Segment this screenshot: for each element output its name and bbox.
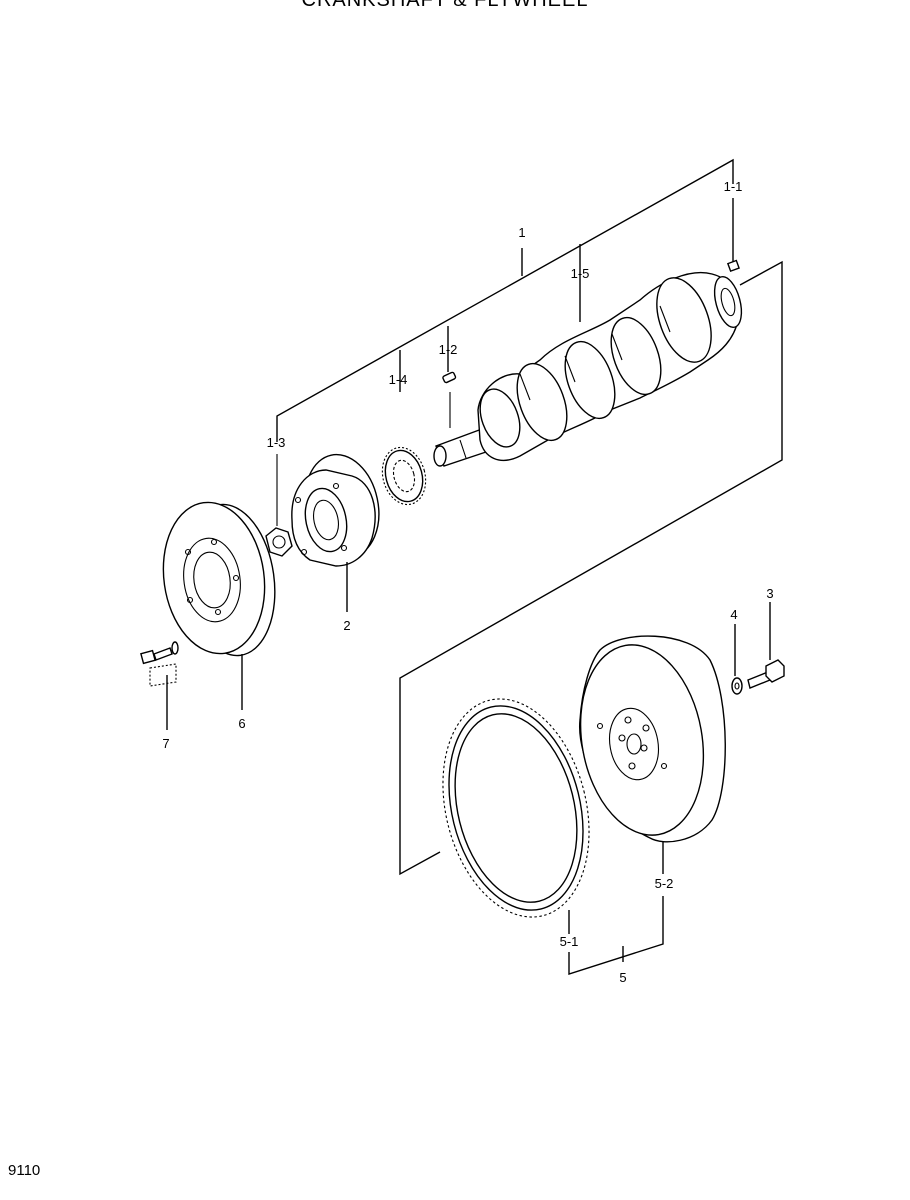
key-part-1-2: [442, 371, 457, 428]
callout-1-3: 1-3: [267, 435, 286, 450]
pin-part-1-1: [726, 259, 740, 273]
callout-5-1: 5-1: [560, 934, 579, 949]
callout-5-2: 5-2: [655, 876, 674, 891]
crankshaft-part-1-5: [433, 271, 743, 467]
nut-part-1-3: [265, 454, 293, 557]
diagram-title: CRANKSHAFT & FLYWHEEL: [302, 0, 589, 11]
flywheel-group-bracket: [399, 260, 783, 876]
washer-part-4: [731, 624, 743, 695]
callout-1-4: 1-4: [389, 372, 408, 387]
flywheel-part-5-2: [579, 635, 726, 874]
callout-2: 2: [343, 618, 350, 633]
figure-number: 9110: [8, 1162, 40, 1179]
flywheel-bolt-part-3: [747, 602, 785, 689]
front-cover-part-2: [291, 453, 380, 612]
callout-5: 5: [619, 970, 626, 985]
callout-1-5: 1-5: [571, 266, 590, 281]
ring-gear-part-5-1: [442, 698, 590, 934]
pulley-bolt-part-7: [140, 641, 179, 730]
callout-1: 1: [518, 225, 525, 240]
callout-6: 6: [238, 716, 245, 731]
callout-4: 4: [730, 607, 737, 622]
flywheel-assembly-bracket: [568, 896, 664, 975]
callout-1-1: 1-1: [724, 179, 743, 194]
crankshaft-gear-part-1-4: [381, 446, 427, 506]
callout-7: 7: [162, 736, 169, 751]
callout-1-2: 1-2: [439, 342, 458, 357]
damper-pulley-part-6: [162, 501, 276, 710]
callout-3: 3: [766, 586, 773, 601]
crankshaft-group-bracket: [276, 158, 734, 442]
